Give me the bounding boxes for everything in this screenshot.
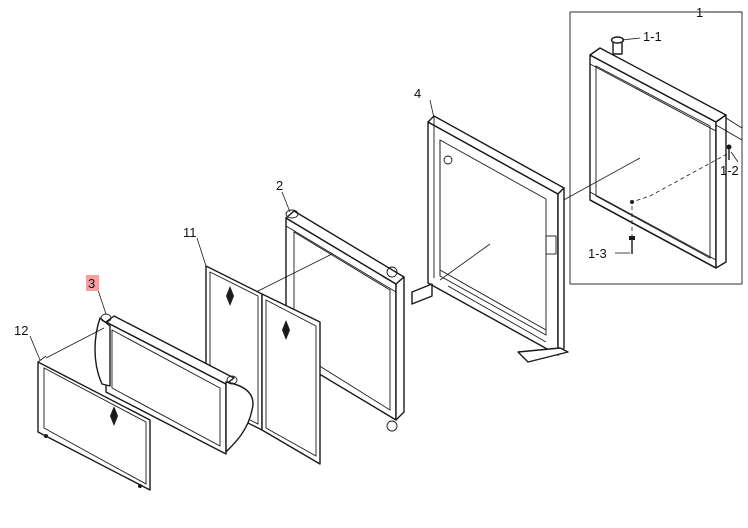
- callout-3-highlight: [86, 275, 99, 291]
- detail-box-1: [559, 11, 743, 285]
- callout-labels: 1 1-1 1-2 1-3 4 2 11 3 12: [14, 5, 739, 338]
- callout-1-3: 1-3: [588, 246, 607, 261]
- callout-2: 2: [276, 178, 283, 193]
- callout-4: 4: [414, 86, 421, 101]
- frame-part-4: [411, 99, 569, 363]
- callout-1: 1: [696, 5, 703, 20]
- callout-1-1: 1-1: [643, 29, 662, 44]
- screw-part-1-3: [629, 236, 635, 254]
- screw-part-1-2: [726, 144, 732, 160]
- callout-1-2: 1-2: [720, 163, 739, 178]
- intercooler-part-3: [94, 289, 254, 455]
- cap-part: [610, 36, 625, 55]
- callout-11: 11: [183, 225, 197, 240]
- screen-part-12: [29, 327, 151, 491]
- callout-3: 3: [88, 276, 95, 291]
- callout-12: 12: [14, 323, 28, 338]
